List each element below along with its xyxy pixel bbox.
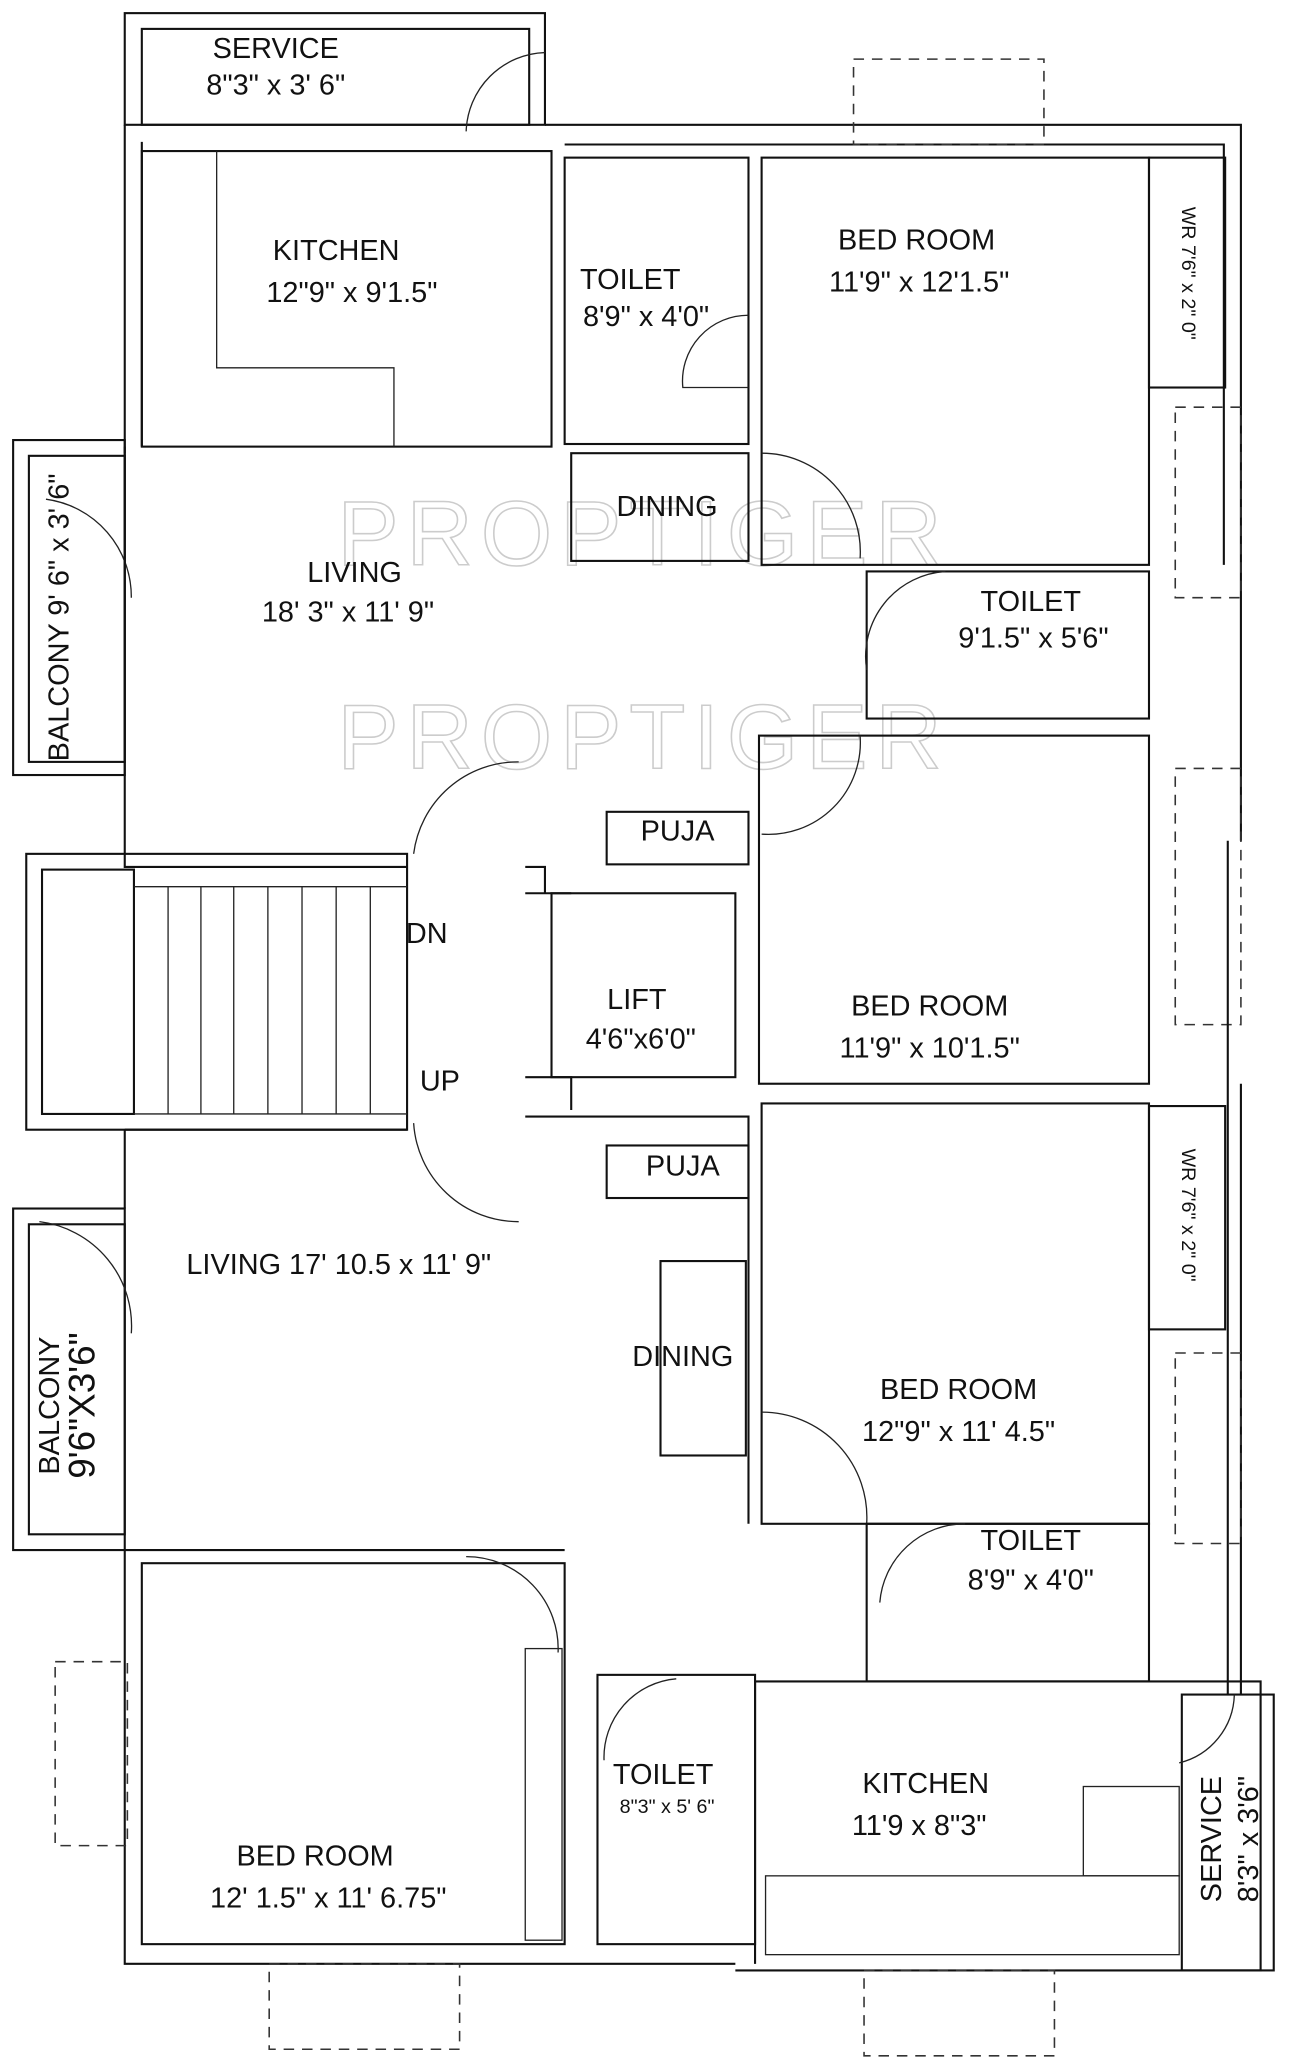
toilet-mid-name: TOILET	[981, 586, 1082, 618]
kitchen-bottom-size: 11'9 x 8"3"	[852, 1810, 987, 1842]
balcony-bottom-name: BALCONY	[34, 1337, 66, 1475]
toilet-bottom-name: TOILET	[613, 1759, 714, 1791]
service-bottom-name: SERVICE	[1196, 1776, 1228, 1902]
bedroom-right-size: 12"9" x 11' 4.5"	[862, 1416, 1055, 1448]
service-bottom-size: 8'3" x 3'6"	[1233, 1776, 1265, 1902]
bedroom-mid-name: BED ROOM	[851, 990, 1008, 1022]
kitchen-bottom-name: KITCHEN	[862, 1768, 989, 1800]
bedroom-top-name: BED ROOM	[838, 225, 995, 257]
dining-bottom-name: DINING	[632, 1341, 733, 1373]
toilet-top-size: 8'9" x 4'0"	[583, 301, 709, 333]
lift-size: 4'6"x6'0"	[586, 1023, 696, 1055]
balcony-top-label: BALCONY 9' 6" x 3' 6"	[43, 473, 75, 761]
wr-bottom-label: WR 7'6" x 2" 0"	[1177, 1149, 1199, 1282]
kitchen-top-name: KITCHEN	[273, 235, 400, 267]
bedroom-mid-size: 11'9" x 10'1.5"	[840, 1032, 1020, 1064]
balcony-bottom-size: 9'6"X3'6"	[62, 1332, 103, 1478]
puja-top-name: PUJA	[641, 816, 716, 848]
toilet-top-name: TOILET	[580, 264, 681, 296]
kitchen-top-size: 12"9" x 9'1.5"	[266, 277, 437, 309]
toilet-right-size: 8'9" x 4'0"	[968, 1564, 1094, 1596]
toilet-mid-size: 9'1.5" x 5'6"	[958, 623, 1108, 655]
stairs-up-label: UP	[420, 1065, 460, 1097]
watermark: PROPTIGER	[337, 483, 949, 585]
bedroom-top-size: 11'9" x 12'1.5"	[829, 267, 1009, 299]
bedroom-bottom-size: 12' 1.5" x 11' 6.75"	[210, 1882, 446, 1914]
room-labels: SERVICE 8"3" x 3' 6" KITCHEN 12"9" x 9'1…	[34, 33, 1265, 1915]
watermark: PROPTIGER	[337, 686, 949, 788]
dining-top-name: DINING	[617, 491, 718, 523]
living-top-size: 18' 3" x 11' 9"	[262, 596, 434, 628]
service-top-name: SERVICE	[213, 33, 339, 65]
service-top-size: 8"3" x 3' 6"	[206, 70, 345, 102]
living-bottom-label: LIVING 17' 10.5 x 11' 9"	[186, 1249, 491, 1281]
lift-name: LIFT	[607, 984, 666, 1016]
toilet-right-name: TOILET	[981, 1525, 1082, 1557]
stairs-dn-label: DN	[406, 918, 448, 950]
bedroom-bottom-name: BED ROOM	[237, 1840, 394, 1872]
living-top-name: LIVING	[307, 557, 402, 589]
bedroom-right-name: BED ROOM	[880, 1374, 1037, 1406]
puja-bottom-name: PUJA	[646, 1151, 721, 1183]
walls	[12, 12, 1275, 2057]
wr-top-label: WR 7'6" x 2" 0"	[1177, 207, 1199, 340]
toilet-bottom-size: 8"3" x 5' 6"	[620, 1796, 715, 1818]
